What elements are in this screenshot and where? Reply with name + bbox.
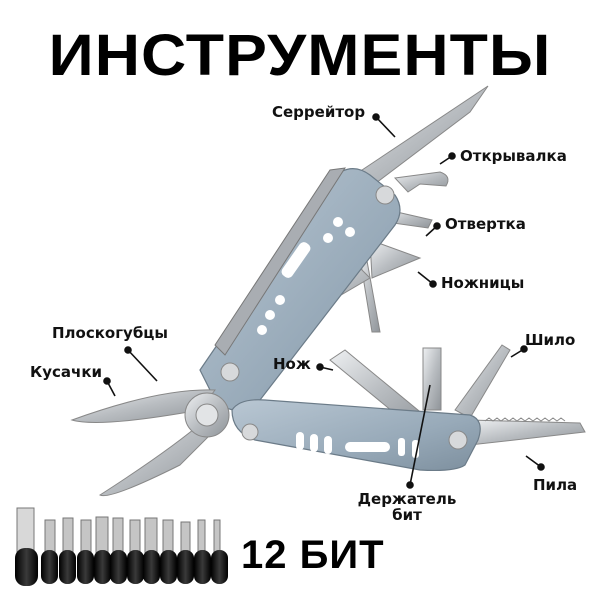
saw-blade bbox=[469, 417, 586, 446]
label-scissors: Ножницы bbox=[441, 274, 525, 292]
pliers-tool bbox=[70, 389, 230, 497]
label-bit-holder-line1: Держатель bbox=[357, 490, 457, 508]
label-bottle-opener: Открывалка bbox=[460, 147, 567, 165]
bottle-opener-tool bbox=[393, 171, 449, 193]
label-awl: Шило bbox=[525, 331, 576, 349]
label-screwdriver: Отвертка bbox=[445, 215, 526, 233]
bit-set bbox=[15, 507, 228, 586]
label-bit-holder-line2: бит bbox=[392, 506, 422, 524]
label-saw: Пила bbox=[533, 476, 578, 494]
lower-handle bbox=[231, 399, 481, 472]
serrator-blade bbox=[348, 85, 489, 187]
awl-tool bbox=[454, 344, 511, 419]
label-wire-cutters: Кусачки bbox=[30, 363, 103, 381]
bit-holder-tool bbox=[422, 347, 442, 411]
label-bit-holder: Держатель бит bbox=[352, 491, 462, 523]
page-title: ИНСТРУМЕНТЫ bbox=[48, 23, 552, 88]
label-knife: Нож bbox=[273, 355, 311, 373]
label-pliers: Плоскогубцы bbox=[52, 324, 168, 342]
bits-count-label: 12 БИТ bbox=[241, 533, 385, 577]
leader-lines bbox=[103, 113, 545, 489]
label-serrator: Серрейтор bbox=[272, 103, 366, 121]
upper-handle bbox=[199, 167, 401, 411]
